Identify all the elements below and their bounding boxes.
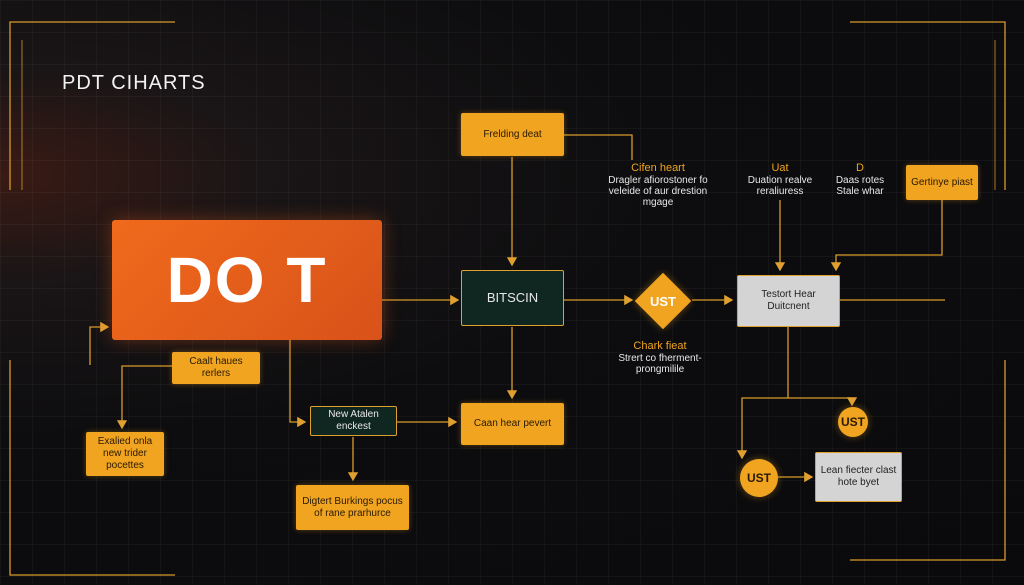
node-fielding-deal[interactable]: Frelding deat — [461, 113, 564, 156]
node-lean-fecter[interactable]: Lean fiecter clast hote byet — [815, 452, 902, 502]
note-uat-body: Duation realve reraliuress — [747, 175, 813, 197]
node-bitscin[interactable]: BITSCIN — [461, 270, 564, 326]
note-chark-fieat: Chark fieat Strert co fherment- prongmil… — [600, 340, 720, 375]
note-cifen-heart-body: Dragler afiorostoner fo veleide of aur d… — [608, 175, 708, 208]
note-d-heading: D — [856, 162, 864, 174]
node-exalied-onla[interactable]: Exalied onla new trider pocettes — [86, 432, 164, 476]
node-ust-circle-right[interactable]: UST — [838, 407, 868, 437]
node-testort-hear[interactable]: Testort Hear Duitcnent — [737, 275, 840, 327]
wire-getinye-to-testort — [830, 200, 943, 272]
note-uat: Uat Duation realve reraliuress — [740, 162, 820, 197]
node-caan-hear[interactable]: Caan hear pevert — [461, 403, 564, 445]
wire-testort-down — [736, 327, 789, 460]
frame-top-right — [850, 21, 1006, 190]
node-digtert-burkings[interactable]: Digtert Burkings pocus of rane prarhurce — [296, 485, 409, 530]
node-caalt-haues[interactable]: Caalt haues rerlers — [172, 352, 260, 384]
node-new-atalen[interactable]: New Atalen enckest — [310, 406, 397, 436]
note-cifen-heart-heading: Cifen heart — [631, 162, 685, 174]
node-ust-circle-left[interactable]: UST — [740, 459, 778, 497]
wire-fielding-right — [564, 134, 633, 160]
note-uat-heading: Uat — [771, 162, 789, 174]
page-title: PDT CIHARTS — [62, 72, 206, 94]
note-d: D Daas rotes Stale whar — [830, 162, 890, 197]
frame-bottom-left — [9, 360, 175, 576]
wire-caalt-to-exalied — [116, 365, 172, 430]
note-chark-fieat-body: Strert co fherment- prongmilile — [618, 353, 702, 375]
note-cifen-heart: Cifen heart Dragler afiorostoner fo vele… — [593, 162, 723, 208]
frame-bottom-right — [850, 360, 1006, 561]
node-ust-diamond-label: UST — [650, 294, 676, 309]
wire-branch-ust-right — [788, 397, 858, 407]
wire-left-in — [89, 321, 110, 365]
node-getinye-piast[interactable]: Gertinye piast — [906, 165, 978, 200]
note-chark-fieat-heading: Chark fieat — [633, 340, 687, 352]
note-d-body: Daas rotes Stale whar — [835, 175, 885, 197]
main-block-dot[interactable]: DO T — [112, 220, 382, 340]
wire-main-down — [289, 340, 307, 428]
frame-top-left — [9, 21, 175, 190]
